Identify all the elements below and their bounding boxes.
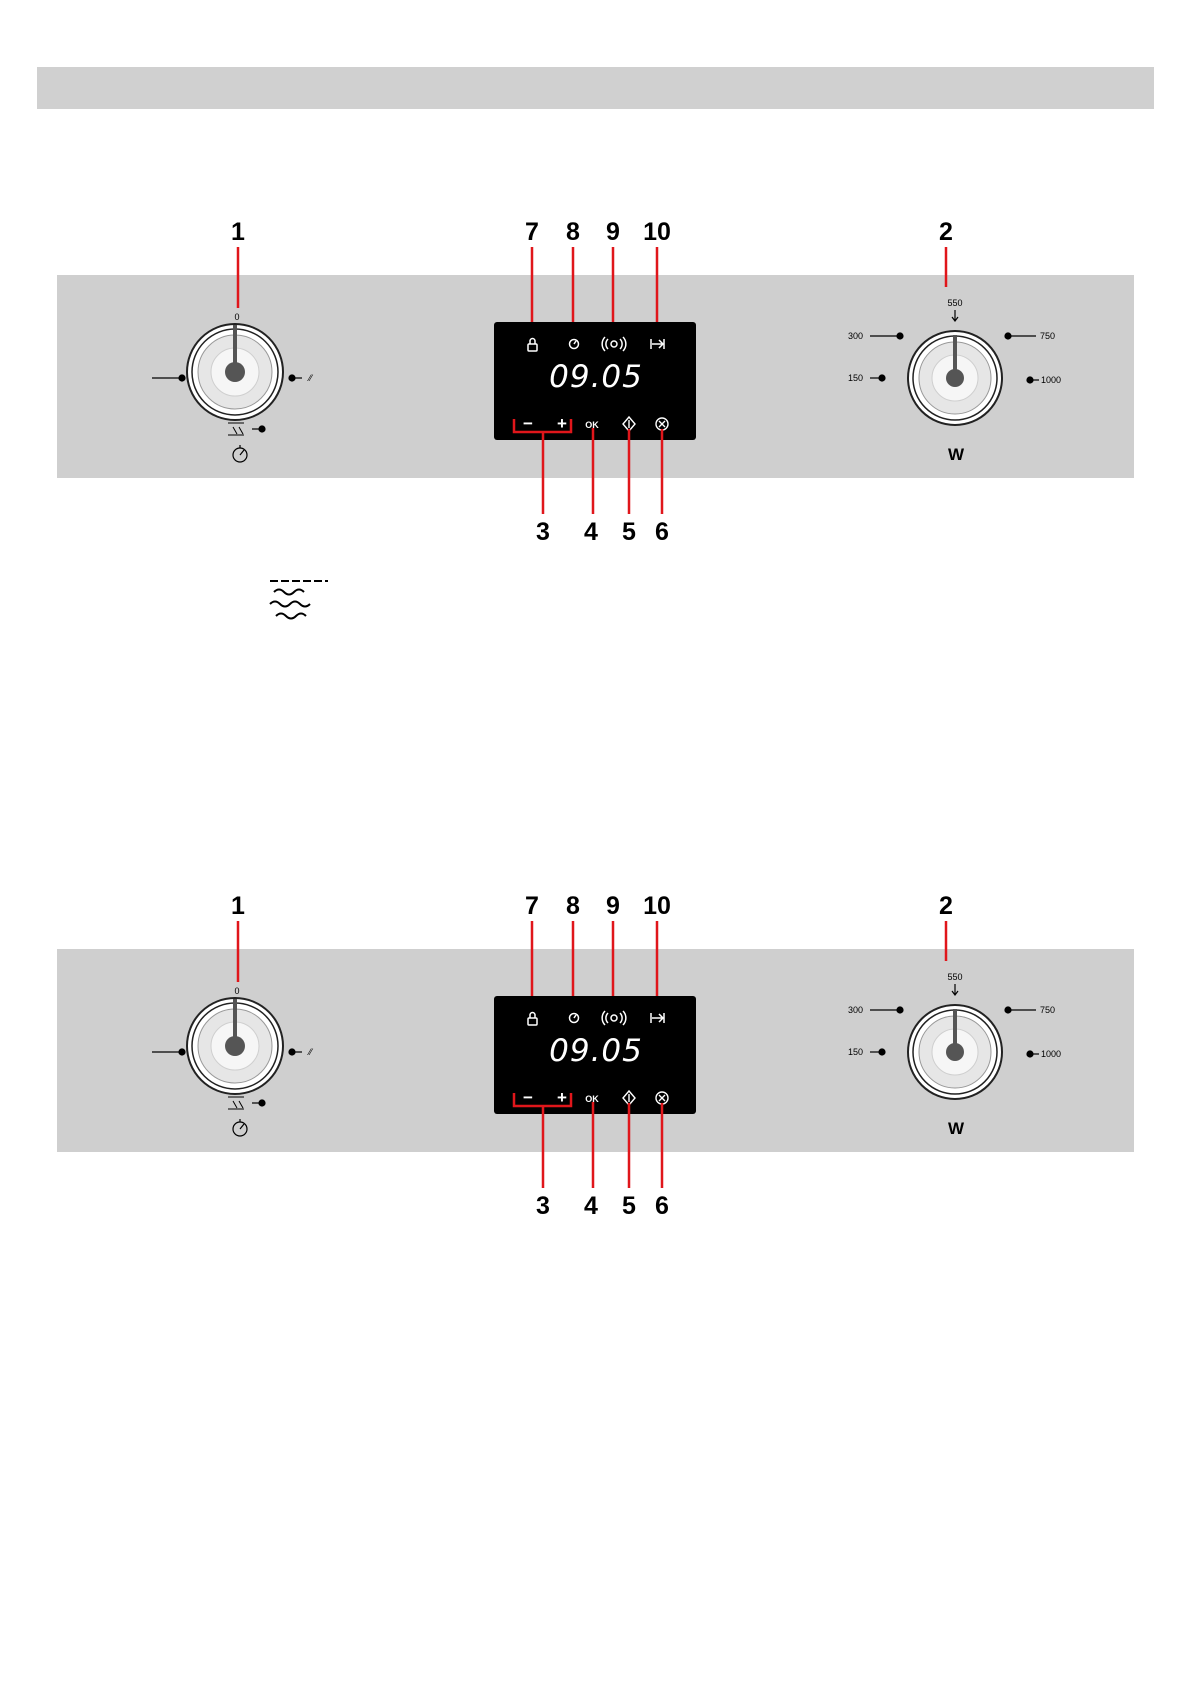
callout-5: 5 (622, 518, 636, 546)
power-label-150: 150 (848, 373, 863, 383)
function-selector-knob[interactable] (187, 324, 283, 420)
callout-1: 1 (231, 218, 245, 246)
power-label-1000: 1000 (1041, 375, 1061, 385)
callout-8: 8 (566, 892, 580, 920)
callout-3: 3 (536, 518, 550, 546)
left-knob-label-0: 0 (234, 986, 239, 996)
plus-button[interactable]: + (557, 1088, 567, 1107)
microwave-symbol-icon (262, 576, 334, 626)
control-panel-diagram-1: 1 7 8 9 10 2 0 ⁄⁄ (0, 208, 1191, 548)
plus-button[interactable]: + (557, 414, 567, 433)
power-label-300: 300 (848, 331, 863, 341)
callout-6: 6 (655, 518, 669, 546)
left-knob-label-0: 0 (234, 312, 239, 322)
header-bar (37, 67, 1154, 109)
power-label-550: 550 (947, 972, 962, 982)
callout-1: 1 (231, 892, 245, 920)
power-label-300: 300 (848, 1005, 863, 1015)
callout-10: 10 (643, 218, 671, 246)
callout-6: 6 (655, 1192, 669, 1220)
callout-5: 5 (622, 1192, 636, 1220)
power-unit-label: W (948, 1119, 965, 1138)
callout-2: 2 (939, 218, 953, 246)
callout-2: 2 (939, 892, 953, 920)
power-label-150: 150 (848, 1047, 863, 1057)
power-label-750: 750 (1040, 1005, 1055, 1015)
time-readout: 09.05 (549, 359, 643, 395)
power-label-750: 750 (1040, 331, 1055, 341)
power-selector-knob[interactable] (908, 331, 1002, 425)
power-unit-label: W (948, 445, 965, 464)
power-label-1000: 1000 (1041, 1049, 1061, 1059)
callout-9: 9 (606, 892, 620, 920)
callout-4: 4 (584, 1192, 598, 1220)
function-selector-knob[interactable] (187, 998, 283, 1094)
callout-3: 3 (536, 1192, 550, 1220)
callout-7: 7 (525, 218, 539, 246)
callout-4: 4 (584, 518, 598, 546)
power-label-550: 550 (947, 298, 962, 308)
callout-10: 10 (643, 892, 671, 920)
control-panel-diagram-2: 1 7 8 9 10 2 0 ⁄⁄ (0, 882, 1191, 1222)
time-readout: 09.05 (549, 1033, 643, 1069)
power-selector-knob[interactable] (908, 1005, 1002, 1099)
callout-8: 8 (566, 218, 580, 246)
callout-7: 7 (525, 892, 539, 920)
minus-button[interactable]: − (523, 1088, 533, 1107)
callout-9: 9 (606, 218, 620, 246)
minus-button[interactable]: − (523, 414, 533, 433)
